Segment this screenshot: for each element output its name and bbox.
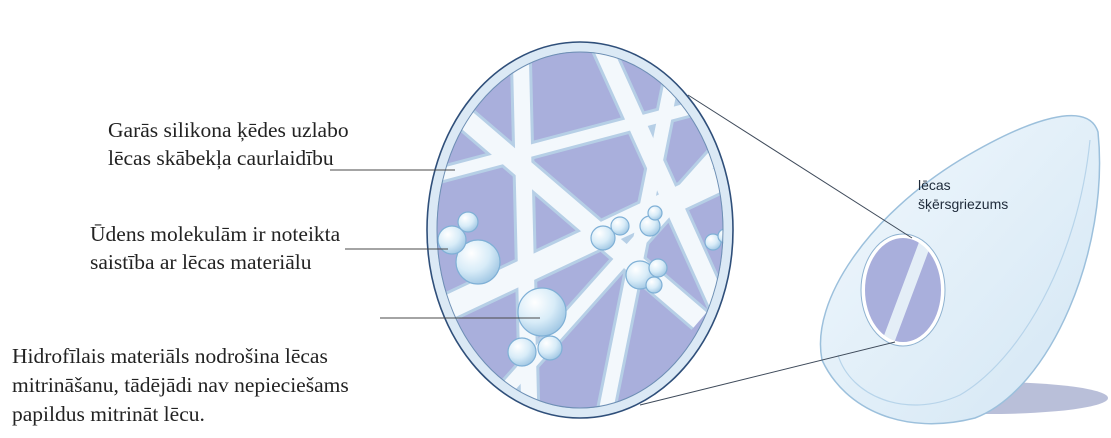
label-hydrophilic-line-3: papildus mitrināt lēcu. [12,400,349,429]
label-cross-section-line-1: lēcas [918,176,1008,195]
label-water-line-2: saistība ar lēcas materiālu [90,248,340,276]
label-hydrophilic-material: Hidrofīlais materiāls nodrošina lēcas mi… [12,342,349,429]
label-silicone-line-2: lēcas skābekļa caurlaidību [108,144,349,172]
label-cross-section-line-2: šķērsgriezums [918,195,1008,214]
label-silicone-chains: Garās silikona ķēdes uzlabo lēcas skābek… [108,116,349,172]
magnified-structure [400,20,760,438]
label-hydrophilic-line-1: Hidrofīlais materiāls nodrošina lēcas [12,342,349,371]
label-hydrophilic-line-2: mitrināšanu, tādējādi nav nepieciešams [12,371,349,400]
label-water-line-1: Ūdens molekulām ir noteikta [90,220,340,248]
label-silicone-line-1: Garās silikona ķēdes uzlabo [108,116,349,144]
label-water-molecules: Ūdens molekulām ir noteikta saistība ar … [90,220,340,276]
label-cross-section: lēcas šķērsgriezums [918,176,1008,214]
